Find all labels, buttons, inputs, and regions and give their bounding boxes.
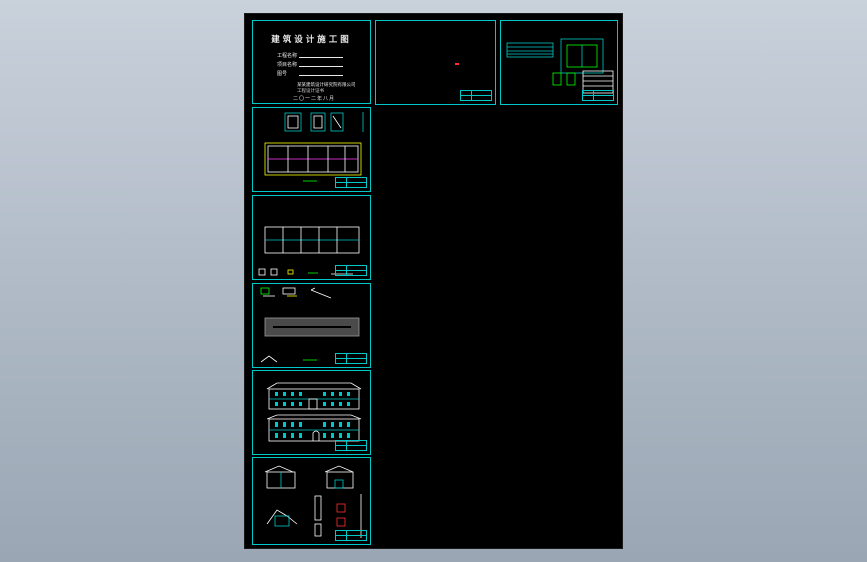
- sections-drawing: [264, 465, 362, 538]
- cover-row-number: 图号: [277, 71, 288, 77]
- cover-row-item: 项目名称: [277, 62, 298, 68]
- cover-line: [299, 57, 343, 58]
- ground-floor-plan-sheet[interactable]: [252, 107, 371, 192]
- cover-line: [299, 75, 343, 76]
- cover-sheet[interactable]: 建筑设计施工图 工程名称 项目名称 图号 某某建筑设计研究院有限公司 工程设计证…: [252, 20, 371, 104]
- cover-date: 二〇一二年八月: [293, 96, 336, 102]
- sections-sheet[interactable]: [252, 457, 371, 545]
- title-block: [335, 177, 367, 188]
- red-mark: [455, 63, 459, 65]
- upper-floor-plan-drawing: [258, 226, 360, 276]
- blank-sheet-drawing: [455, 63, 459, 65]
- cover-company-sub: 工程设计证书: [297, 89, 324, 94]
- cover-line: [299, 66, 343, 67]
- cover-title: 建筑设计施工图: [271, 35, 352, 45]
- elevations-drawing: [266, 382, 362, 442]
- title-block: [335, 440, 367, 451]
- site-plan-drawing: [506, 38, 614, 94]
- roof-plan-drawing: [260, 287, 360, 363]
- cover-row-project: 工程名称: [277, 53, 298, 59]
- roof-plan-sheet[interactable]: [252, 283, 371, 368]
- elevations-sheet[interactable]: [252, 370, 371, 455]
- drawing-canvas[interactable]: 建筑设计施工图 工程名称 项目名称 图号 某某建筑设计研究院有限公司 工程设计证…: [244, 13, 623, 549]
- title-block: [582, 90, 614, 101]
- site-plan-sheet[interactable]: [500, 20, 618, 105]
- blank-sheet[interactable]: [375, 20, 496, 105]
- title-block: [335, 353, 367, 364]
- upper-floor-plan-sheet[interactable]: [252, 195, 371, 280]
- title-block: [335, 265, 367, 276]
- title-block: [460, 90, 492, 101]
- ground-floor-plan-drawing: [264, 112, 364, 182]
- title-block: [335, 530, 367, 541]
- cover-company: 某某建筑设计研究院有限公司: [297, 83, 356, 88]
